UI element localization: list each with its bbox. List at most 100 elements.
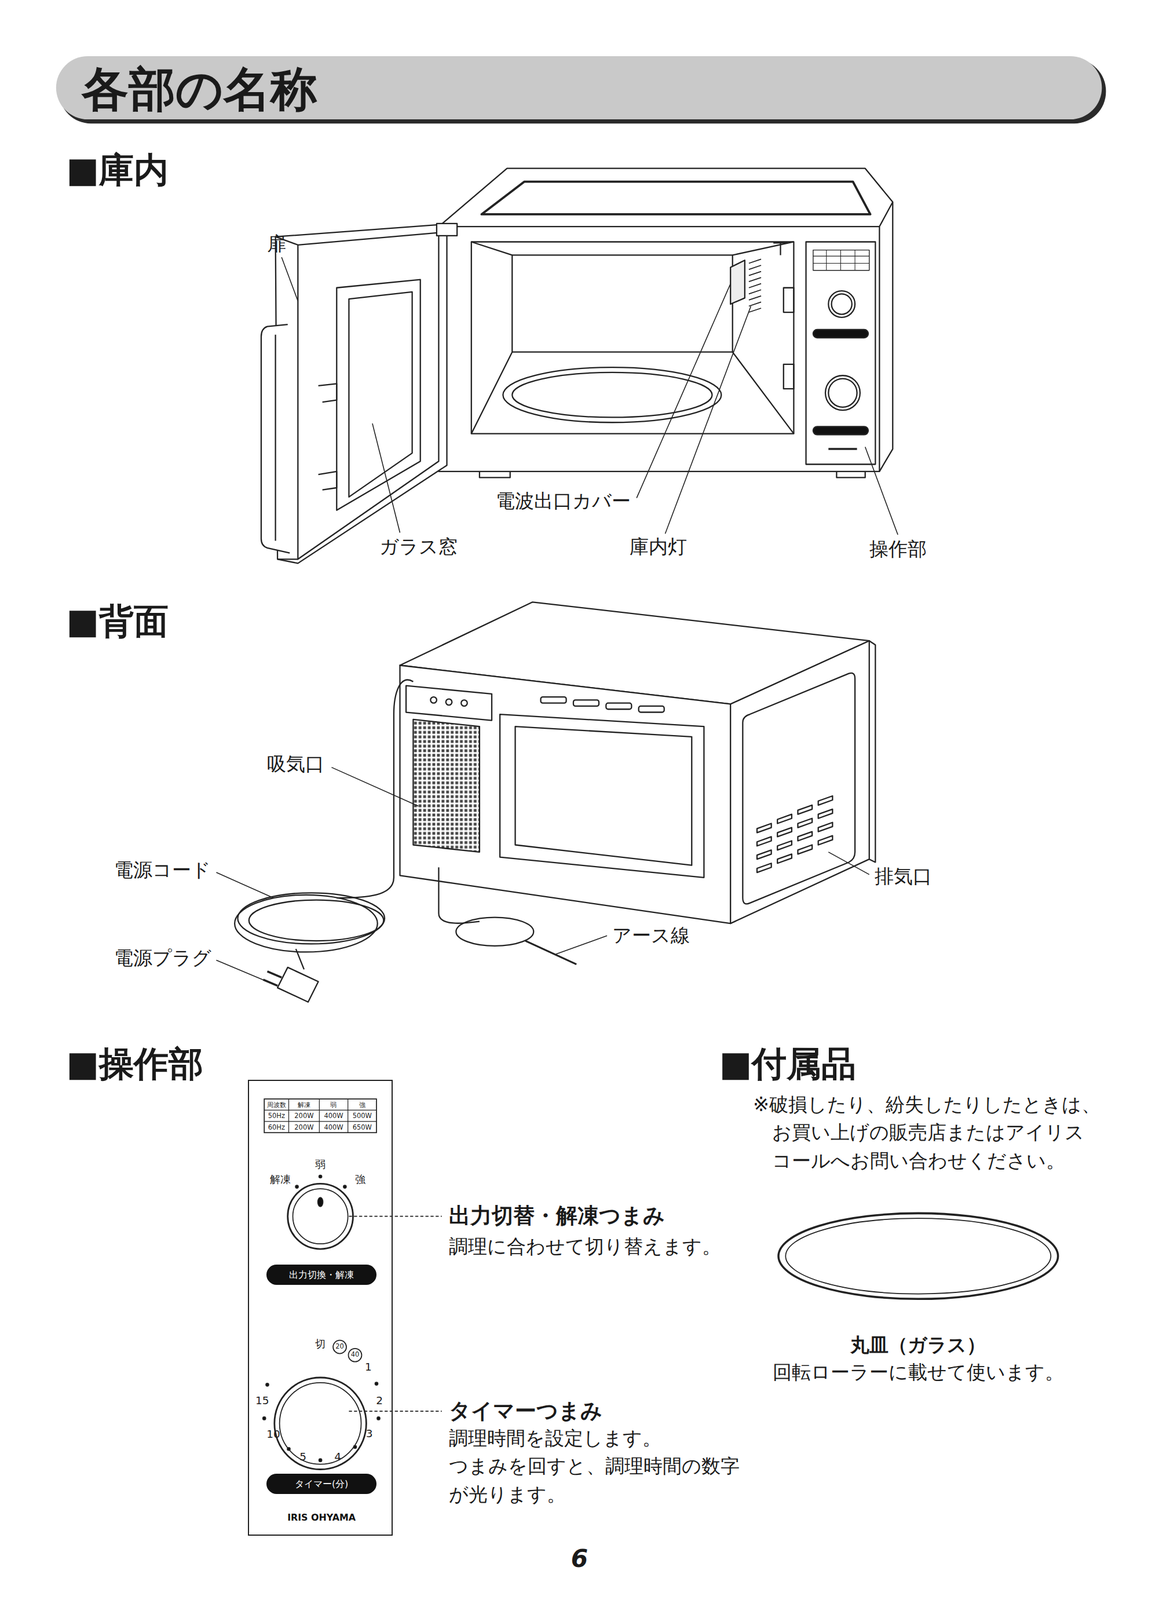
microwave-back [730,640,870,924]
microwave-back [742,673,855,905]
part-label: 電源コード [114,858,211,882]
table-cell: 解凍 [297,1101,311,1110]
microwave-front [275,224,448,564]
part-label: 吸気口 [267,752,325,776]
leader-line [216,960,268,982]
control-panel-art [317,1197,324,1207]
vent-slot [777,827,792,837]
leader-line [636,283,731,499]
table-cell: 200W [294,1123,314,1132]
glass-plate [785,1218,1051,1294]
control-panel-art [343,1185,347,1188]
microwave-front [813,250,870,271]
table-cell: 400W [323,1112,343,1121]
microwave-front [261,324,290,554]
microwave-front [813,329,869,338]
vent-slot [777,853,792,864]
table-cell: 弱 [330,1101,337,1110]
description-text: 調理に合わせて切り替えます。 [448,1234,722,1259]
vent-slot [797,818,813,828]
dial-mark: 4 [334,1450,342,1464]
microwave-back [499,714,704,878]
part-label: 電波出口カバー [495,489,631,513]
button-label: タイマー(分) [266,1473,377,1494]
control-panel-art [295,1185,299,1188]
vent-slot [818,835,833,846]
control-panel-art [319,1458,323,1462]
table-cell: 強 [359,1101,366,1110]
part-label: 操作部 [869,537,927,561]
part-label: アース線 [612,923,690,948]
microwave-front [471,241,795,434]
table-cell: 650W [352,1123,372,1132]
microwave-back [455,917,534,946]
brand-name: IRIS OHYAMA [287,1512,356,1523]
microwave-front [471,241,795,434]
microwave-front [481,181,870,215]
microwave-front [831,293,853,314]
microwave-back [336,679,413,898]
microwave-front [730,260,745,305]
dial-mark: 切 [315,1337,326,1351]
control-panel-art [262,1416,266,1420]
dial-mark: 2 [375,1394,383,1407]
microwave-back [234,601,876,1002]
note-text: ※破損したり、紛失したりしたときは、 お買い上げの販売店またはアイリス コールへ… [752,1090,1122,1176]
control-panel-art [353,1445,357,1449]
vent-slot [777,840,792,850]
dial-mark: 解凍 [269,1172,291,1186]
microwave-front [813,250,870,271]
button-text: 出力切換・解凍 [289,1269,354,1280]
table-cell: 400W [323,1123,343,1132]
leader-line [865,447,898,535]
microwave-back [540,696,567,704]
microwave-back [438,867,480,924]
vent-slot [797,831,813,842]
leader-line [372,423,401,533]
microwave-front [825,375,861,411]
microwave-back [234,894,378,953]
control-panel-art [265,1383,269,1387]
part-label: 扉 [267,232,287,256]
control-panel-art [348,1348,363,1362]
glass-plate [778,1212,1059,1299]
control-panel-art [262,1098,442,1469]
microwave-back [461,699,468,707]
accessory-name: 丸皿（ガラス） [850,1333,986,1357]
microwave-back [412,719,480,853]
control-panel-art [377,1416,380,1420]
part-label: 排気口 [874,864,932,888]
microwave-back [277,967,318,1003]
vent-slot [757,836,772,846]
table-cell: 60Hz [268,1123,285,1132]
vent-slot [797,845,813,855]
control-panel-art [333,1340,347,1354]
microwave-back [295,948,305,970]
table-cell: 500W [352,1112,372,1121]
dial-mark: 1 [364,1360,372,1374]
knob-name: 出力切替・解凍つまみ [448,1203,665,1229]
control-panel-art [287,1183,354,1249]
leader-line [331,767,419,807]
section-heading: ■付属品 [719,1043,857,1085]
microwave-front [297,232,439,560]
microwave-front [348,291,412,497]
dial-mark: 40 [351,1350,360,1359]
control-panel-art [264,1098,377,1133]
microwave-back [399,664,731,924]
microwave-front [783,287,795,313]
vent-slot [757,823,772,833]
control-panel-art [348,1216,442,1411]
control-panel-art [264,1098,377,1133]
control-panel-art [293,1188,349,1244]
microwave-back [406,685,492,721]
microwave-front [828,447,857,451]
vent-slot [818,809,833,819]
microwave-front [813,426,869,435]
button-text: タイマー(分) [294,1478,349,1489]
dial-mark: 弱 [315,1157,326,1171]
control-panel: IRIS OHYAMA 出力切換・解凍タイマー(分) [247,1079,393,1536]
microwave-front [748,258,762,313]
